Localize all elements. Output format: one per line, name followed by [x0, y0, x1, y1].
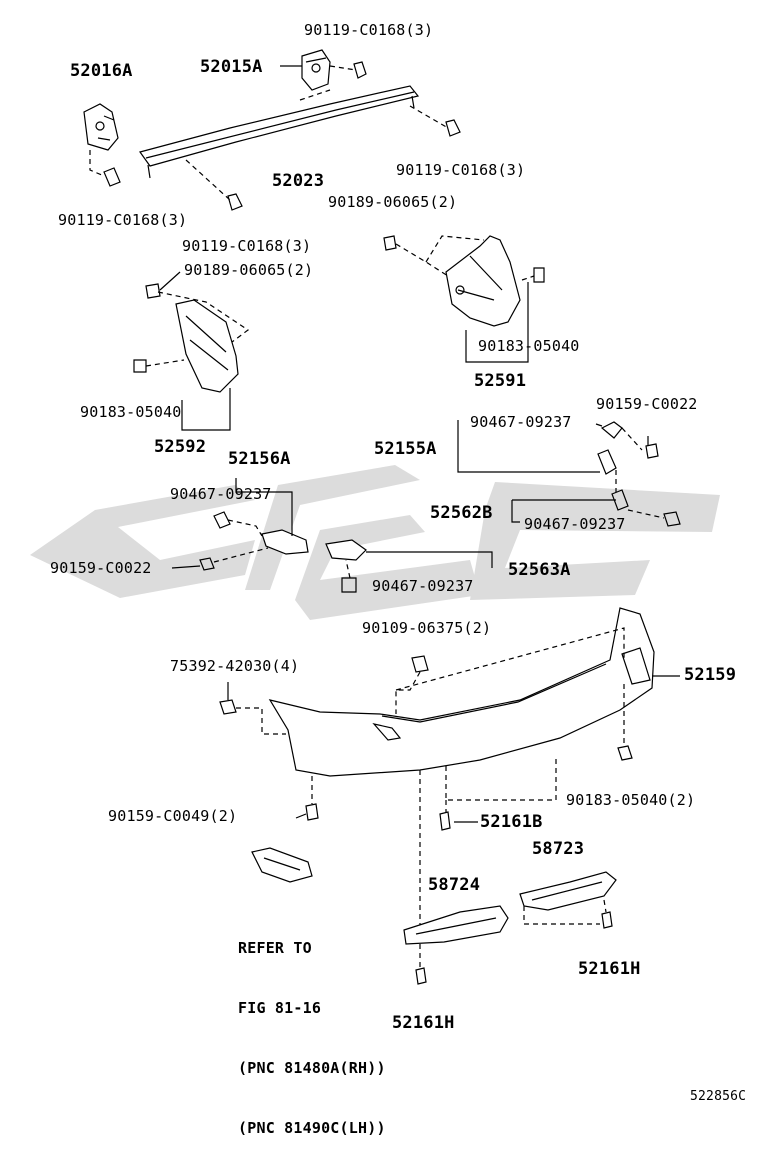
leader-lines-l: [145, 291, 250, 367]
diagram-drawing: [30, 49, 720, 985]
refer-note-line-2: FIG 81-16: [238, 999, 322, 1017]
label-75392-42030: 75392-42030(4): [170, 657, 300, 675]
reinforcement-52023: [139, 85, 420, 179]
bracket-52015A: [301, 49, 331, 91]
label-52161H-l: 52161H: [392, 1013, 455, 1033]
leader-lines-bumper: [236, 627, 625, 940]
bracket-line-52591: [465, 282, 529, 363]
label-52161H-r: 52161H: [578, 959, 641, 979]
line-52155A: [457, 420, 600, 473]
label-52155A: 52155A: [374, 439, 437, 459]
nut-icon-l: [145, 283, 161, 299]
retainer-52156A: [261, 529, 367, 561]
label-90183-05040-l: 90183-05040: [80, 403, 182, 421]
label-52562B: 52562B: [430, 503, 493, 523]
leader-lines-bottom: [419, 899, 607, 968]
label-90109-06375: 90109-06375(2): [362, 619, 492, 637]
diagram-code: 522856C: [690, 1089, 747, 1104]
leader-lines-r: [395, 235, 535, 281]
label-90119-C0168-a: 90119-C0168(3): [304, 21, 434, 39]
bracket-52592: [175, 299, 239, 393]
label-52023: 52023: [272, 171, 325, 191]
label-52161B: 52161B: [480, 812, 543, 832]
label-90119-C0168-d: 90119-C0168(3): [182, 237, 312, 255]
label-leaders: [159, 65, 680, 823]
line-52562B: [511, 499, 616, 523]
label-52156A: 52156A: [228, 449, 291, 469]
label-52016A: 52016A: [70, 61, 133, 81]
label-58724: 58724: [428, 875, 481, 895]
label-90183-05040-r: 90183-05040: [478, 337, 580, 355]
clip-icon-l: [133, 359, 147, 373]
label-90159-C0049: 90159-C0049(2): [108, 807, 238, 825]
label-90183-05040-2: 90183-05040(2): [566, 791, 696, 809]
bolt-icons-top: [103, 61, 461, 211]
refer-note-line-1: REFER TO: [238, 939, 312, 957]
cover-58723: [519, 871, 617, 911]
line-52156A: [235, 478, 293, 536]
lamp-bezel-icon: [251, 847, 313, 883]
bracket-52016A: [83, 103, 119, 151]
refer-note-line-4: (PNC 81490C(LH)): [238, 1119, 386, 1137]
leader-lines-top: [89, 65, 449, 201]
rivet-icons-mid: [199, 421, 681, 593]
label-90119-C0168-b: 90119-C0168(3): [396, 161, 526, 179]
label-52159: 52159: [684, 665, 737, 685]
refer-note: REFER TO FIG 81-16 (PNC 81480A(RH)) (PNC…: [238, 898, 386, 1158]
bumper-cover-52159: [268, 607, 655, 777]
label-90119-C0168-c: 90119-C0168(3): [58, 211, 188, 229]
label-90467-09237-b: 90467-09237: [170, 485, 272, 503]
label-52563A: 52563A: [508, 560, 571, 580]
label-90189-06065-r: 90189-06065(2): [328, 193, 458, 211]
label-52591: 52591: [474, 371, 527, 391]
label-90467-09237-d: 90467-09237: [372, 577, 474, 595]
parts-diagram: 90119-C0168(3) 52016A 52015A 52023 90119…: [30, 21, 747, 1137]
label-90189-06065-l: 90189-06065(2): [184, 261, 314, 279]
label-58723: 58723: [532, 839, 585, 859]
label-90159-C0022-r: 90159-C0022: [596, 395, 698, 413]
clip-icon-r: [533, 267, 545, 283]
bracket-52591: [445, 235, 521, 327]
line-52563A: [366, 551, 493, 568]
cover-58724: [403, 905, 509, 945]
screw-icons-bottom: [415, 911, 613, 985]
label-52592: 52592: [154, 437, 207, 457]
bracket-line-52592: [181, 388, 231, 431]
label-90467-09237-a: 90467-09237: [470, 413, 572, 431]
label-52015A: 52015A: [200, 57, 263, 77]
label-90467-09237-c: 90467-09237: [524, 515, 626, 533]
label-90159-C0022-l: 90159-C0022: [50, 559, 152, 577]
leader-lines-mid: [213, 427, 665, 579]
nut-icon-r: [383, 235, 397, 251]
refer-note-line-3: (PNC 81480A(RH)): [238, 1059, 386, 1077]
bolt-icons-bumper: [219, 655, 633, 831]
